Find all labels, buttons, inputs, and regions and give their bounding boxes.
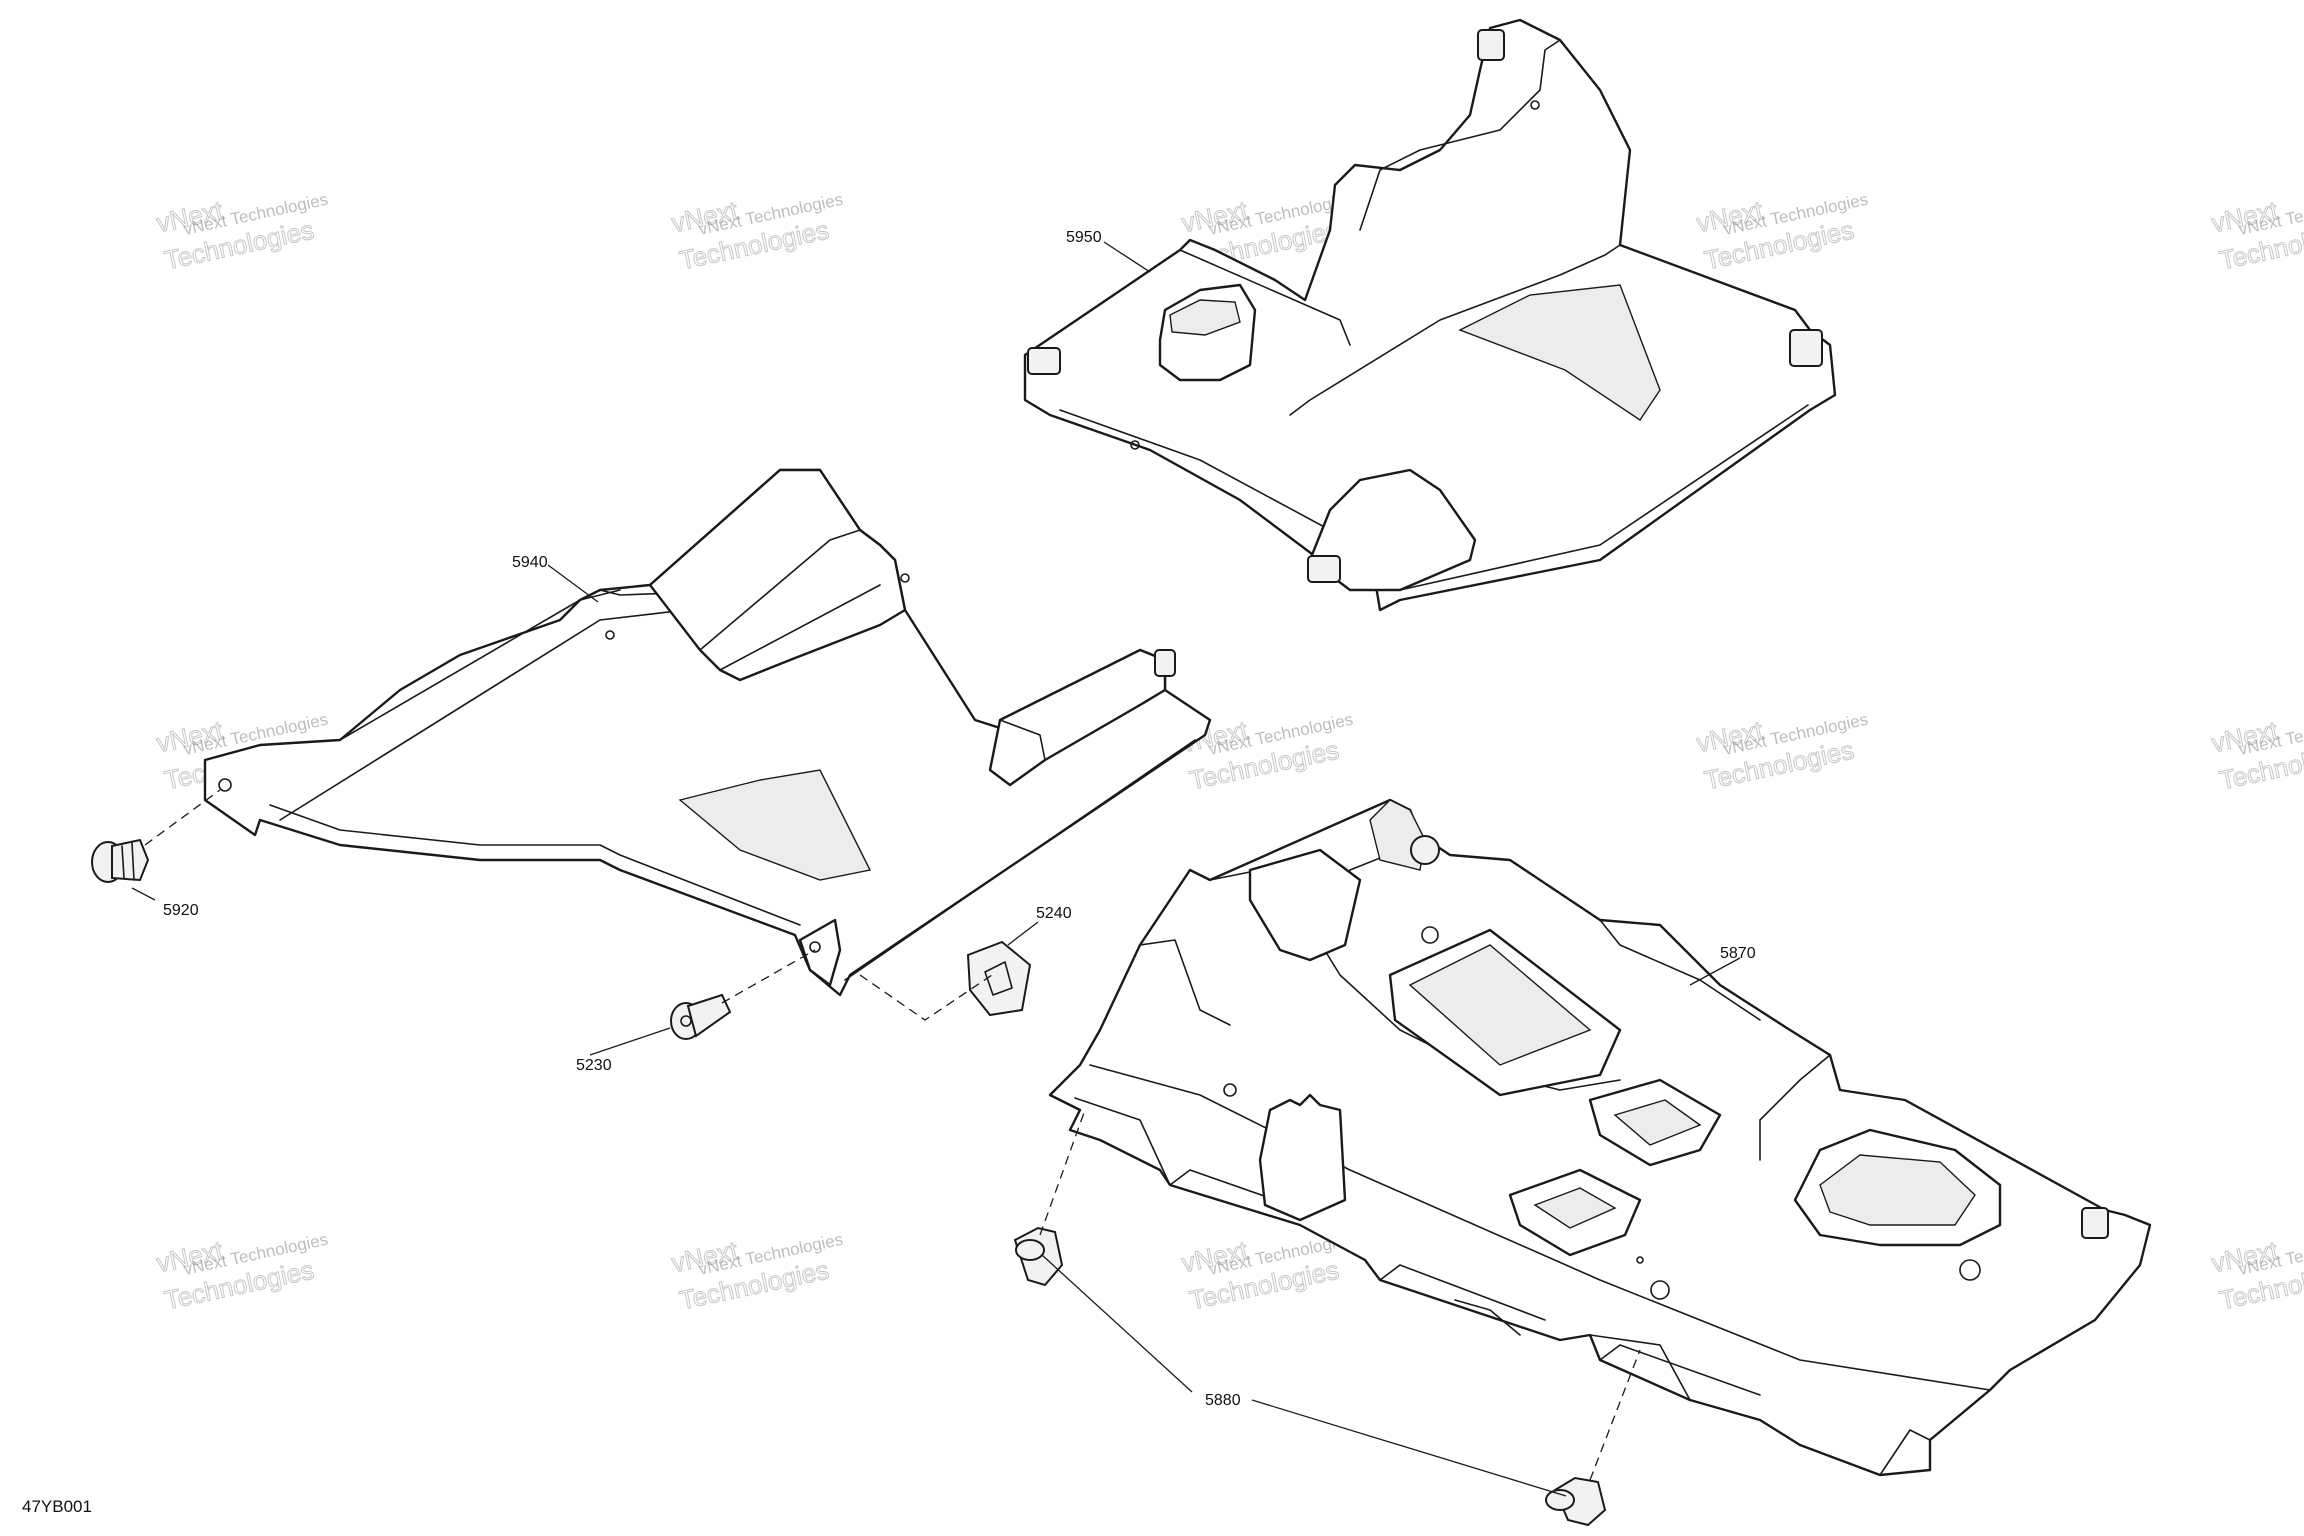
push-clip-5880-icon xyxy=(1545,1476,1607,1527)
clip-icon xyxy=(1410,835,1440,865)
watermark: vNext vNext Technologies Technologies xyxy=(2208,1230,2304,1316)
screw-5230-icon xyxy=(670,993,732,1040)
part-5950-panel xyxy=(1023,18,1837,612)
push-clip-5880-icon xyxy=(1013,1226,1064,1287)
callout-leaders xyxy=(131,241,1741,1497)
watermark: vNext vNext Technologies Technologies xyxy=(153,1230,329,1316)
clip-icon xyxy=(1307,555,1341,583)
callout-5950: 5950 xyxy=(1066,229,1102,246)
watermark: vNext vNext Technologies Technologies xyxy=(2208,710,2304,796)
clip-icon xyxy=(1154,649,1176,677)
callout-5230: 5230 xyxy=(576,1057,612,1074)
callout-5940: 5940 xyxy=(512,554,548,571)
part-5870-panel xyxy=(1048,798,2152,1477)
watermark: vNext vNext Technologies Technologies xyxy=(1178,710,1354,796)
callout-5240: 5240 xyxy=(1036,905,1072,922)
watermark: vNext vNext Technologies Technologies xyxy=(1693,190,1869,276)
callout-5880: 5880 xyxy=(1205,1392,1241,1409)
watermark: vNext vNext Technologies Technologies xyxy=(668,190,844,276)
speed-nut-5240-icon xyxy=(966,940,1032,1017)
clip-icon xyxy=(1789,329,1823,367)
clip-icon xyxy=(2081,1207,2109,1239)
watermark: vNext vNext Technologies Technologies xyxy=(668,1230,844,1316)
part-5940-panel xyxy=(203,468,1212,997)
watermark: vNext vNext Technologies Technologies xyxy=(2208,190,2304,276)
assembly-lines xyxy=(144,789,1641,1481)
clip-icon xyxy=(1477,29,1505,61)
callout-5920: 5920 xyxy=(163,902,199,919)
watermark: vNext vNext Technologies Technologies xyxy=(153,190,329,276)
clip-icon xyxy=(1027,347,1061,375)
push-rivet-5920-icon xyxy=(91,838,150,883)
callout-5870: 5870 xyxy=(1720,945,1756,962)
drawing-code: 47YB001 xyxy=(22,1497,92,1516)
watermark: vNext vNext Technologies Technologies xyxy=(1693,710,1869,796)
